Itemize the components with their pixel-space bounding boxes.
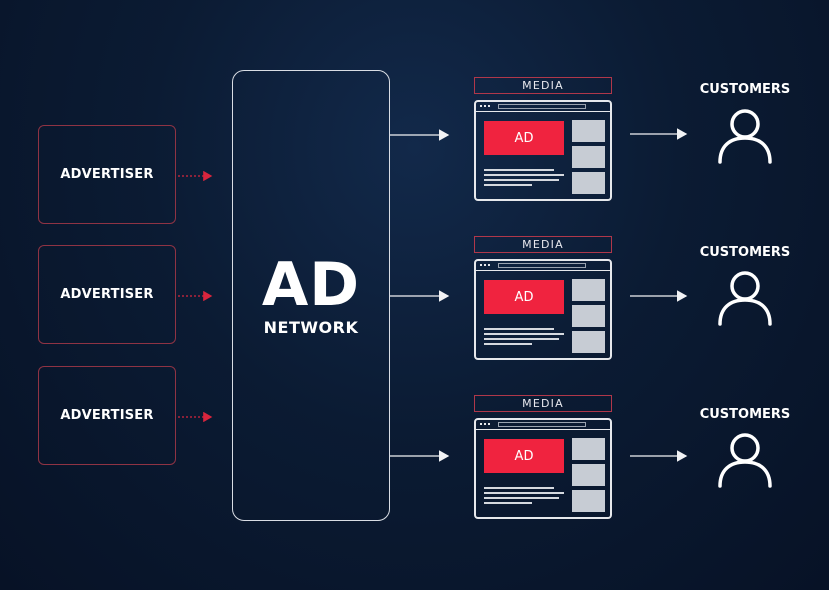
customers-label-1: CUSTOMERS	[699, 82, 791, 97]
browser-window-icon: AD	[474, 418, 612, 519]
text-line	[484, 179, 559, 181]
advertiser-label: ADVERTISER	[60, 287, 154, 302]
ad-banner-text: AD	[514, 448, 534, 464]
sidebar-block	[572, 305, 605, 327]
media-label-text: MEDIA	[522, 238, 564, 251]
ad-network-subtitle: NETWORK	[263, 318, 359, 337]
ad-banner-text: AD	[514, 130, 534, 146]
browser-url-bar	[498, 104, 586, 109]
text-line	[484, 502, 532, 504]
browser-topbar	[476, 420, 610, 430]
advertiser-box-3: ADVERTISER	[38, 366, 176, 465]
sidebar-block	[572, 438, 605, 460]
media-label-3: MEDIA	[474, 395, 612, 412]
sidebar-block	[572, 279, 605, 301]
text-line	[484, 338, 559, 340]
text-line	[484, 174, 564, 176]
media-label-2: MEDIA	[474, 236, 612, 253]
text-line	[484, 487, 554, 489]
ad-banner: AD	[484, 439, 564, 473]
ad-network-title: AD	[261, 250, 361, 320]
media-label-text: MEDIA	[522, 79, 564, 92]
sidebar-block	[572, 146, 605, 168]
user-icon	[718, 271, 772, 326]
sidebar-block	[572, 120, 605, 142]
media-label-text: MEDIA	[522, 397, 564, 410]
customers-label-3: CUSTOMERS	[699, 407, 791, 422]
ad-banner-text: AD	[514, 289, 534, 305]
media-label-1: MEDIA	[474, 77, 612, 94]
sidebar-block	[572, 490, 605, 512]
text-line	[484, 333, 564, 335]
browser-window-icon: AD	[474, 259, 612, 360]
browser-topbar	[476, 102, 610, 112]
sidebar-block	[572, 172, 605, 194]
text-line	[484, 184, 532, 186]
sidebar-block	[572, 331, 605, 353]
browser-url-bar	[498, 263, 586, 268]
advertiser-label: ADVERTISER	[60, 167, 154, 182]
sidebar-block	[572, 464, 605, 486]
browser-url-bar	[498, 422, 586, 427]
text-line	[484, 497, 559, 499]
advertiser-box-2: ADVERTISER	[38, 245, 176, 344]
text-line	[484, 169, 554, 171]
browser-window-icon: AD	[474, 100, 612, 201]
customers-label-2: CUSTOMERS	[699, 245, 791, 260]
ad-banner: AD	[484, 280, 564, 314]
ad-banner: AD	[484, 121, 564, 155]
text-line	[484, 343, 532, 345]
ad-network-box: AD NETWORK	[232, 70, 390, 521]
text-line	[484, 492, 564, 494]
user-icon	[718, 109, 772, 164]
browser-topbar	[476, 261, 610, 271]
advertiser-label: ADVERTISER	[60, 408, 154, 423]
user-icon	[718, 433, 772, 488]
advertiser-box-1: ADVERTISER	[38, 125, 176, 224]
text-line	[484, 328, 554, 330]
